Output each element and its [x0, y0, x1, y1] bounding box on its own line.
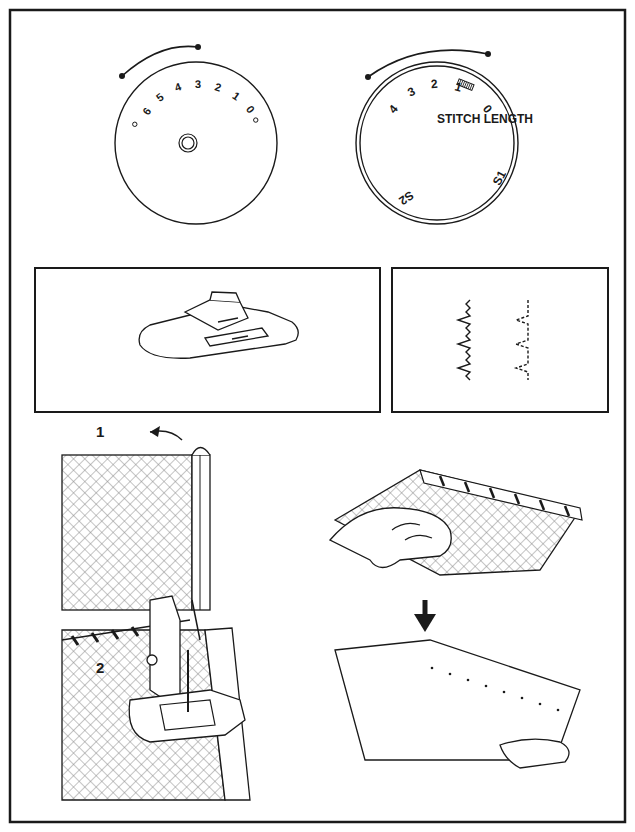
dial: 6543210	[114, 61, 278, 225]
stitch-sample	[458, 300, 528, 380]
foot-panel	[35, 268, 380, 412]
hand-folding	[330, 470, 582, 632]
dial: 43210STITCH LENGTHS1S2	[355, 61, 519, 225]
page-frame	[10, 10, 625, 822]
finished-hem	[335, 640, 580, 768]
dial-mark: 3	[195, 79, 201, 90]
sewing-step	[62, 596, 250, 800]
stitch-panel	[392, 268, 608, 412]
callout-number: 2	[96, 660, 104, 675]
presser-foot	[139, 292, 298, 358]
callout-number: 1	[96, 424, 104, 439]
dial-mark: STITCH LENGTH	[437, 113, 533, 125]
dial-mark: 2	[431, 78, 439, 91]
folded-fabric	[62, 426, 210, 610]
